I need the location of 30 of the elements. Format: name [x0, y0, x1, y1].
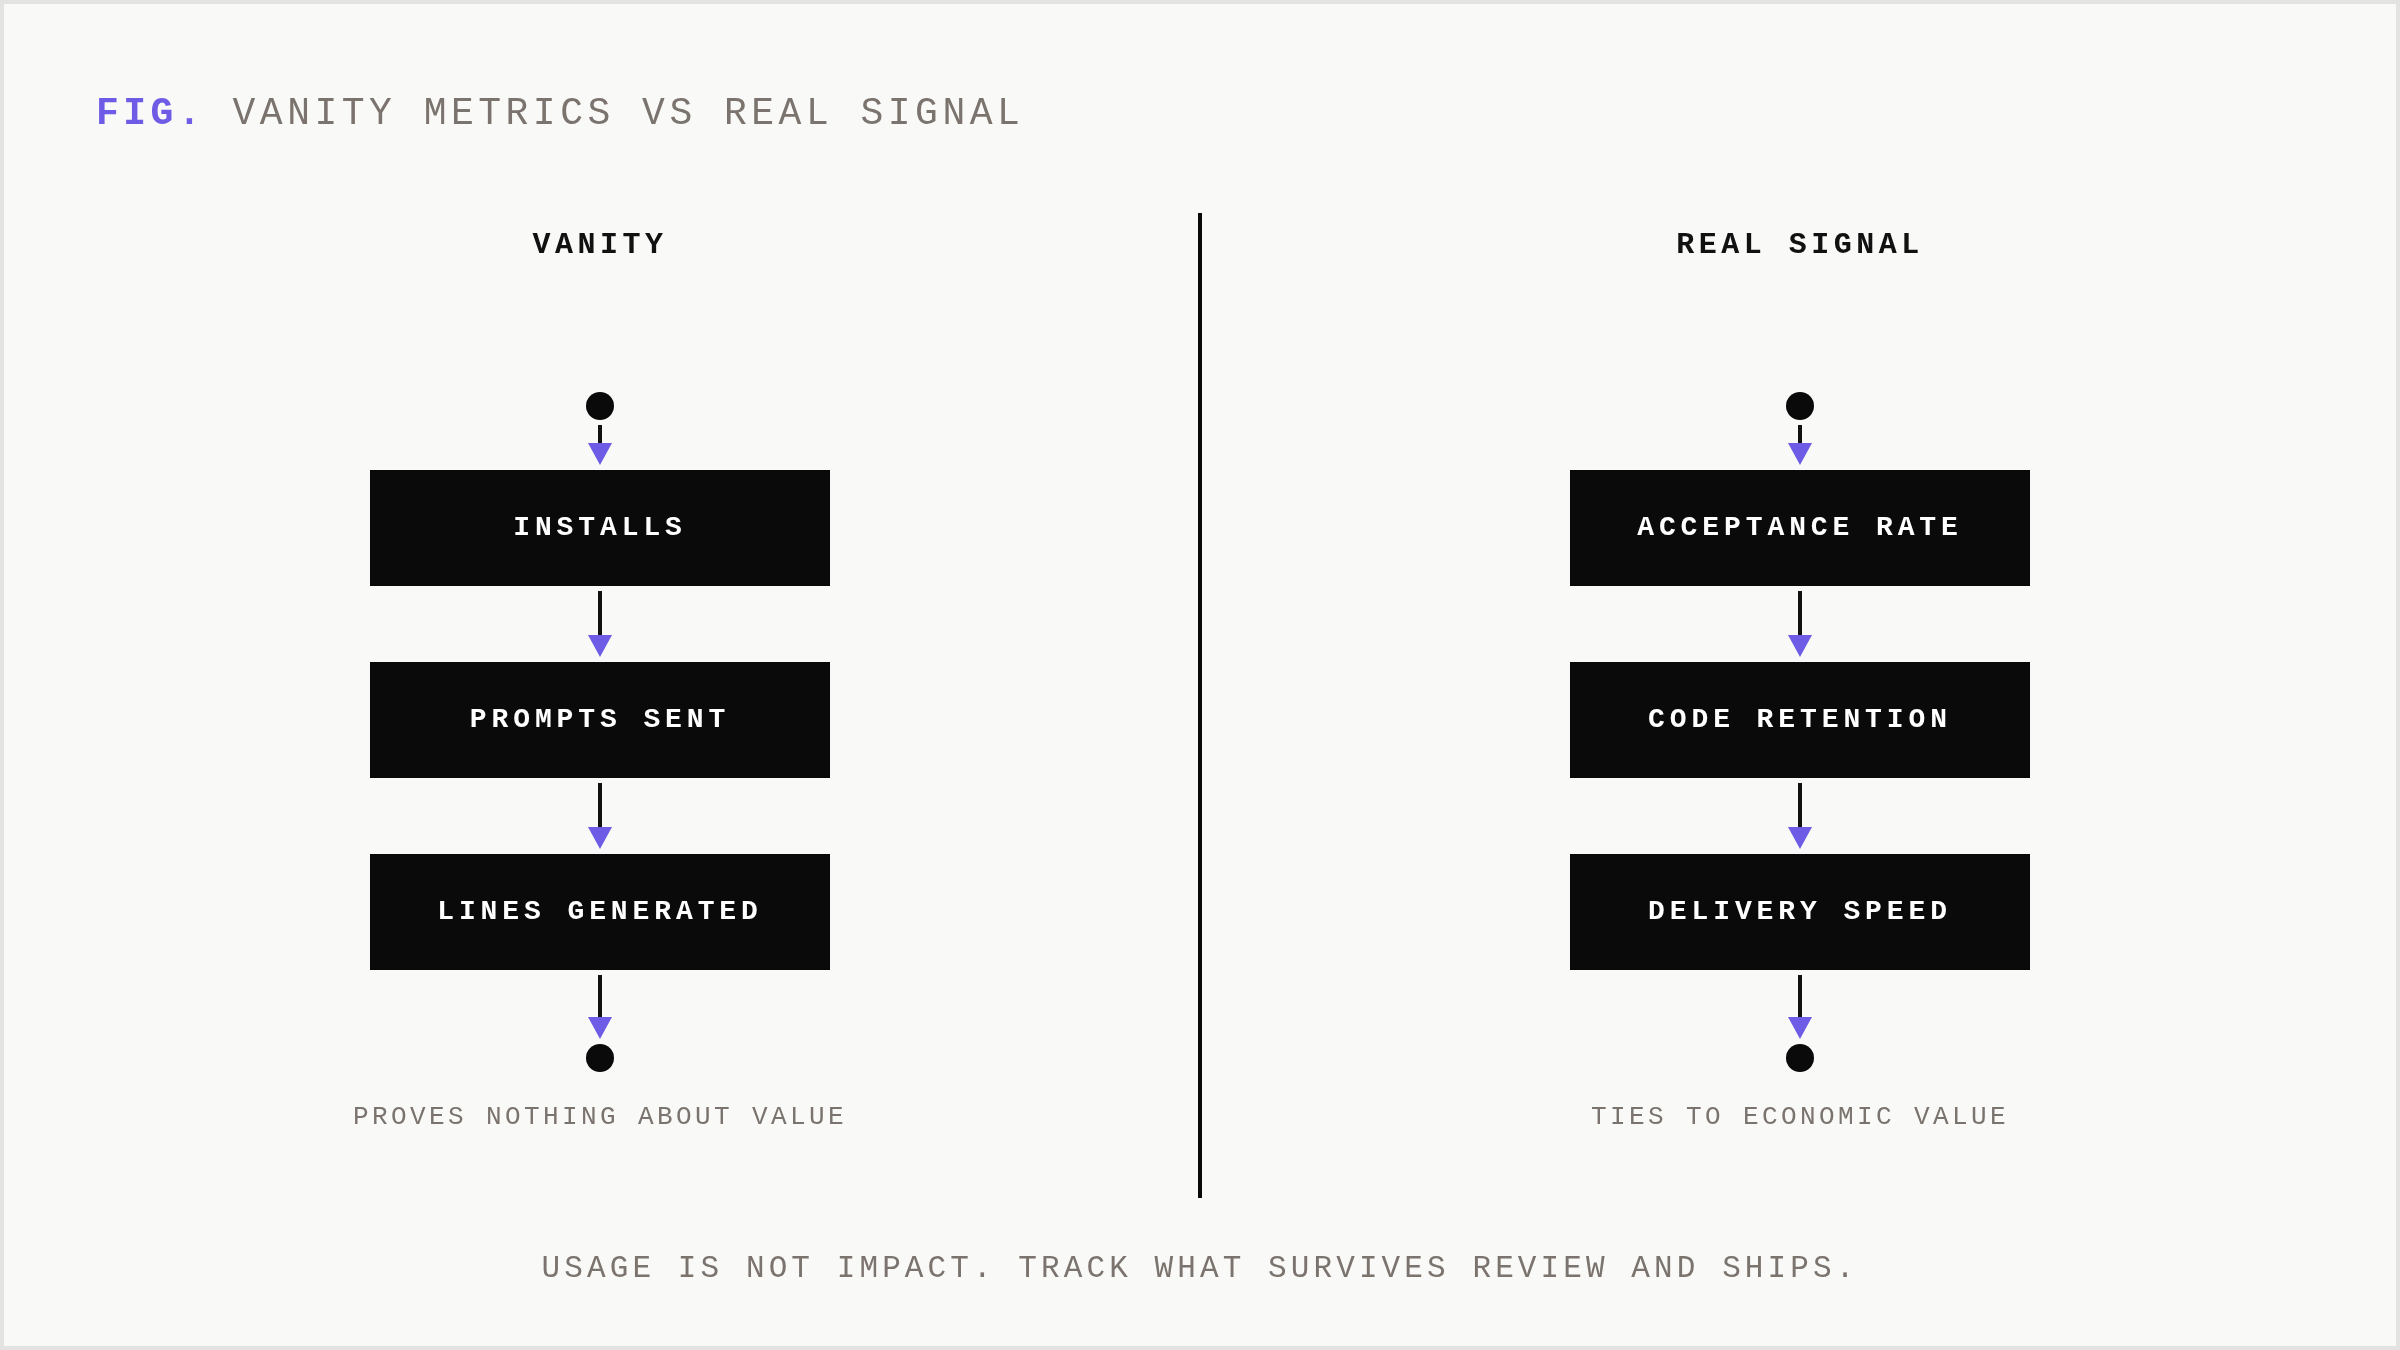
flow-arrow: [1788, 975, 1812, 1039]
column-heading: REAL SIGNAL: [1676, 227, 1924, 263]
metric-box: [1570, 470, 2030, 586]
terminal-dot: [586, 1044, 614, 1072]
flow-arrow: [1788, 591, 1812, 657]
terminal-dot: [1786, 1044, 1814, 1072]
metric-label: PROMPTS SENT: [469, 703, 731, 737]
flow-arrow: [588, 425, 612, 465]
flow-arrow: [1788, 425, 1812, 465]
terminal-dot: [1786, 392, 1814, 420]
terminal-dot: [586, 392, 614, 420]
metric-label: CODE RETENTION: [1648, 703, 1952, 737]
metric-label: ACCEPTANCE RATE: [1637, 511, 1963, 545]
metric-label: LINES GENERATED: [437, 895, 763, 929]
flow-arrow: [588, 783, 612, 849]
flow-arrow: [588, 591, 612, 657]
outcome-note: TIES TO ECONOMIC VALUE: [1590, 1102, 2010, 1134]
metric-label: INSTALLS: [513, 511, 687, 545]
column-heading: VANITY: [532, 227, 668, 263]
figure-title: FIG. VANITY METRICS VS REAL SIGNAL: [96, 91, 1025, 137]
metric-box: [1570, 854, 2030, 970]
outcome-note: PROVES NOTHING ABOUT VALUE: [352, 1102, 848, 1134]
footer-caption: USAGE IS NOT IMPACT. TRACK WHAT SURVIVES REVIEW AND SHIPS.: [541, 1250, 1859, 1288]
flow-arrow: [1788, 783, 1812, 849]
metric-label: DELIVERY SPEED: [1648, 895, 1952, 929]
metric-box: [370, 854, 830, 970]
flow-arrow: [588, 975, 612, 1039]
metric-box: [1570, 662, 2030, 778]
metric-box: [370, 662, 830, 778]
metric-box: [370, 470, 830, 586]
